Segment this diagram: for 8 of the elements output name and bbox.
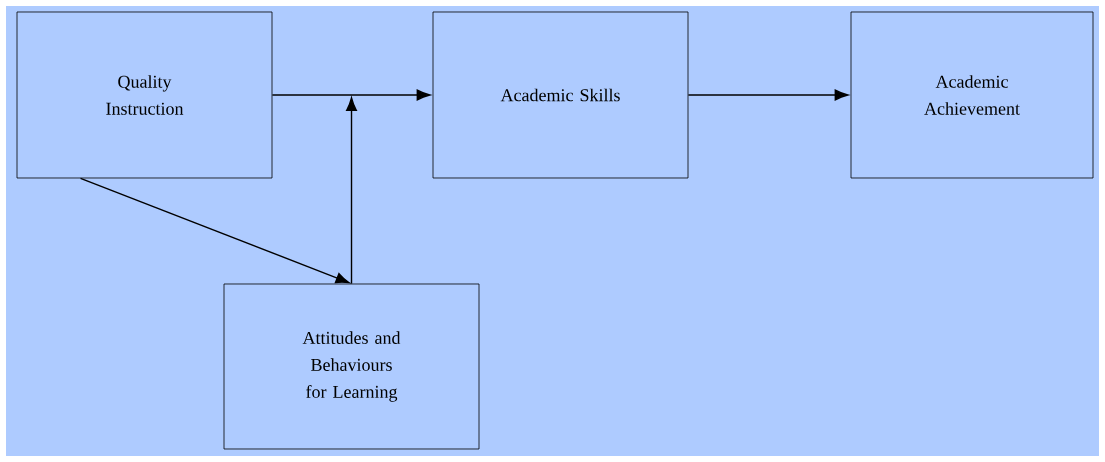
box: Quality Instruction [16, 11, 273, 179]
arrow [271, 89, 431, 101]
arrow [346, 97, 357, 285]
box: Academic Skills [432, 11, 689, 179]
arrow [687, 89, 849, 101]
arrow [79, 177, 350, 284]
box: Academic Achievement [850, 11, 1094, 179]
box: Attitudes and Behaviours for Learning [223, 283, 480, 450]
